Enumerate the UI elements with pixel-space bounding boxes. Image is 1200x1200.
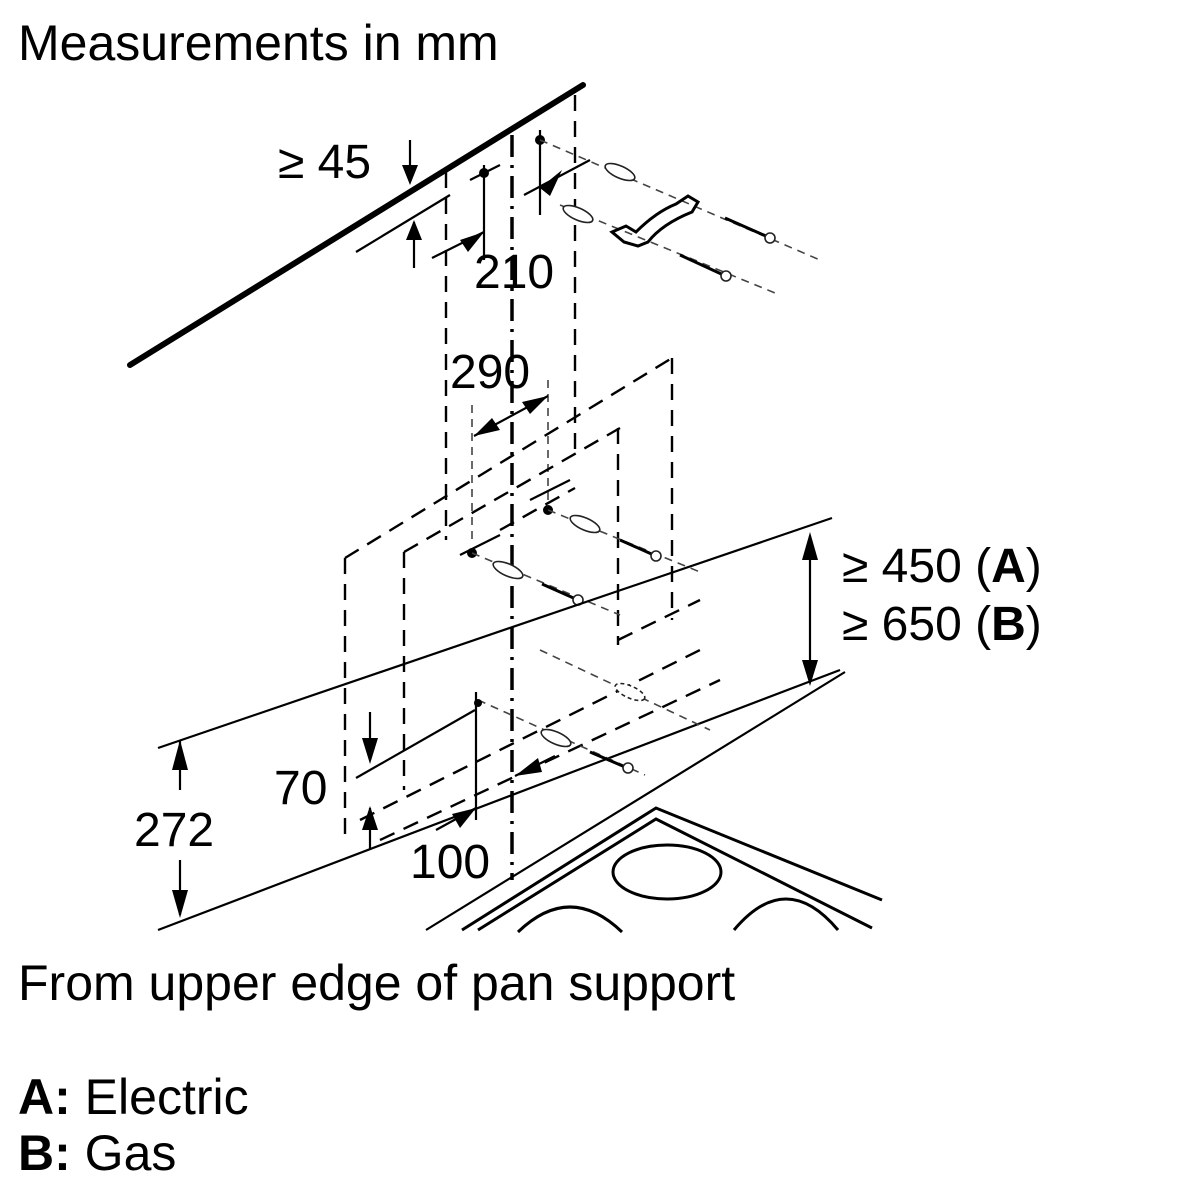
legend-key: B:	[18, 1125, 71, 1181]
arrowhead	[172, 890, 188, 918]
min-height-electric-label: ≥ 450 (A)	[842, 540, 1042, 593]
arrowhead	[172, 740, 188, 770]
legend-key: A:	[18, 1069, 71, 1125]
arrowhead	[460, 232, 484, 252]
arrowhead	[802, 660, 818, 686]
ceiling-line	[127, 82, 586, 368]
upper-fixings	[539, 139, 821, 296]
arrowhead	[402, 165, 418, 185]
min-height-gas-label: ≥ 650 (B)	[842, 598, 1042, 651]
arrowhead	[515, 758, 542, 776]
arrowhead	[522, 396, 548, 414]
ceiling-offset-line	[355, 194, 451, 253]
legend-label: Electric	[84, 1069, 249, 1125]
hob-outline	[425, 671, 883, 934]
arrowhead	[362, 806, 378, 830]
hood-top-edge	[157, 516, 833, 750]
ceiling-gap-label: ≥ 45	[278, 136, 371, 189]
hood-lower-body-1	[359, 648, 701, 822]
arrowhead	[452, 808, 476, 828]
measurements-title: Measurements in mm	[18, 15, 499, 71]
lower-fixings	[474, 649, 711, 776]
lower-fixing-offset-label: 100	[410, 836, 490, 889]
hood-upper-body	[617, 598, 701, 642]
lower-fixing-height-label: 70	[274, 762, 327, 815]
legend-label: Gas	[84, 1125, 177, 1181]
hood-height-label: 272	[134, 804, 214, 857]
legend-item-electric: A: Electric	[18, 1072, 249, 1122]
lower-fixing-ref-line	[355, 709, 476, 779]
bracket-offset-label: 210	[474, 246, 554, 299]
legend-item-gas: B: Gas	[18, 1128, 176, 1178]
chimney-lower-outline	[343, 356, 674, 835]
hood-lower-body-2	[379, 678, 721, 842]
arrowhead	[540, 170, 562, 196]
arrowhead	[406, 220, 422, 240]
arrowhead	[474, 418, 500, 436]
chimney-width-label: 290	[450, 346, 530, 399]
reference-note: From upper edge of pan support	[18, 955, 736, 1011]
middle-fixings	[459, 479, 701, 616]
hood-bottom-edge	[157, 668, 841, 932]
arrowhead	[802, 532, 818, 560]
bracket-point-1	[479, 168, 489, 178]
arrowhead	[362, 738, 378, 764]
